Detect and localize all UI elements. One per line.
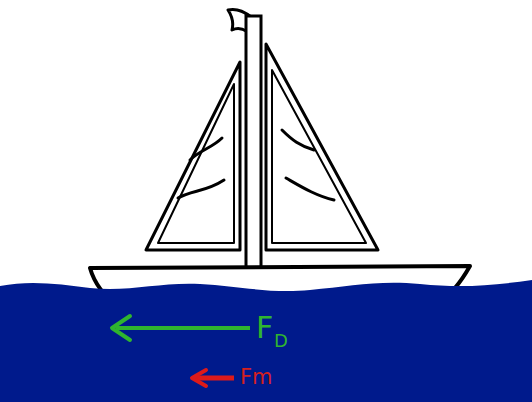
force-arrow (196, 376, 234, 381)
force-symbol: Fm (240, 367, 273, 388)
sail-crease (286, 178, 334, 200)
arrowhead (112, 316, 130, 340)
arrowhead (192, 370, 206, 386)
main-sail (266, 44, 378, 250)
jib-sail (146, 62, 240, 250)
sail-crease (190, 138, 222, 160)
force-subscript: D (274, 332, 288, 350)
sail-inner-outline (158, 84, 234, 243)
sail-crease (282, 130, 314, 150)
water (0, 280, 532, 402)
force-arrow (116, 326, 250, 330)
mast (246, 16, 261, 272)
force-symbol: F (256, 313, 273, 343)
sail-inner-outline (272, 70, 366, 243)
sail-crease (178, 180, 224, 198)
